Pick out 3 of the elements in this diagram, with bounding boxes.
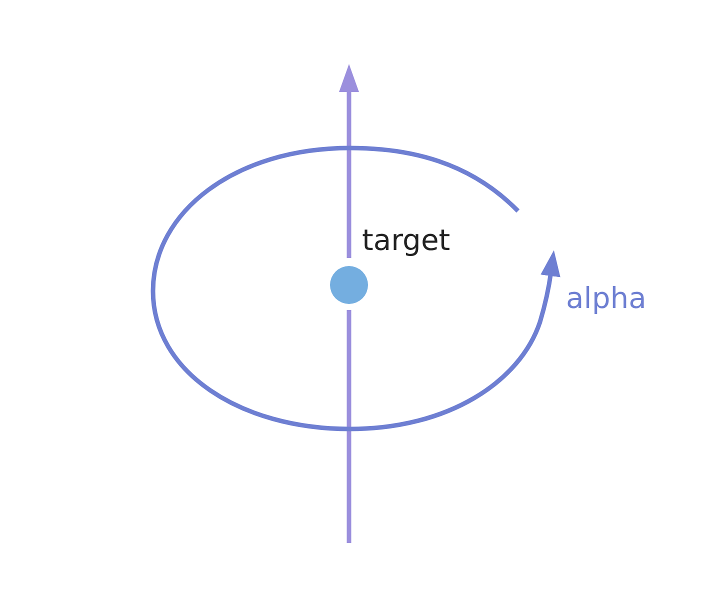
point-label: target xyxy=(362,226,450,255)
angle-label: alpha xyxy=(566,284,646,313)
center-dot xyxy=(330,266,368,304)
